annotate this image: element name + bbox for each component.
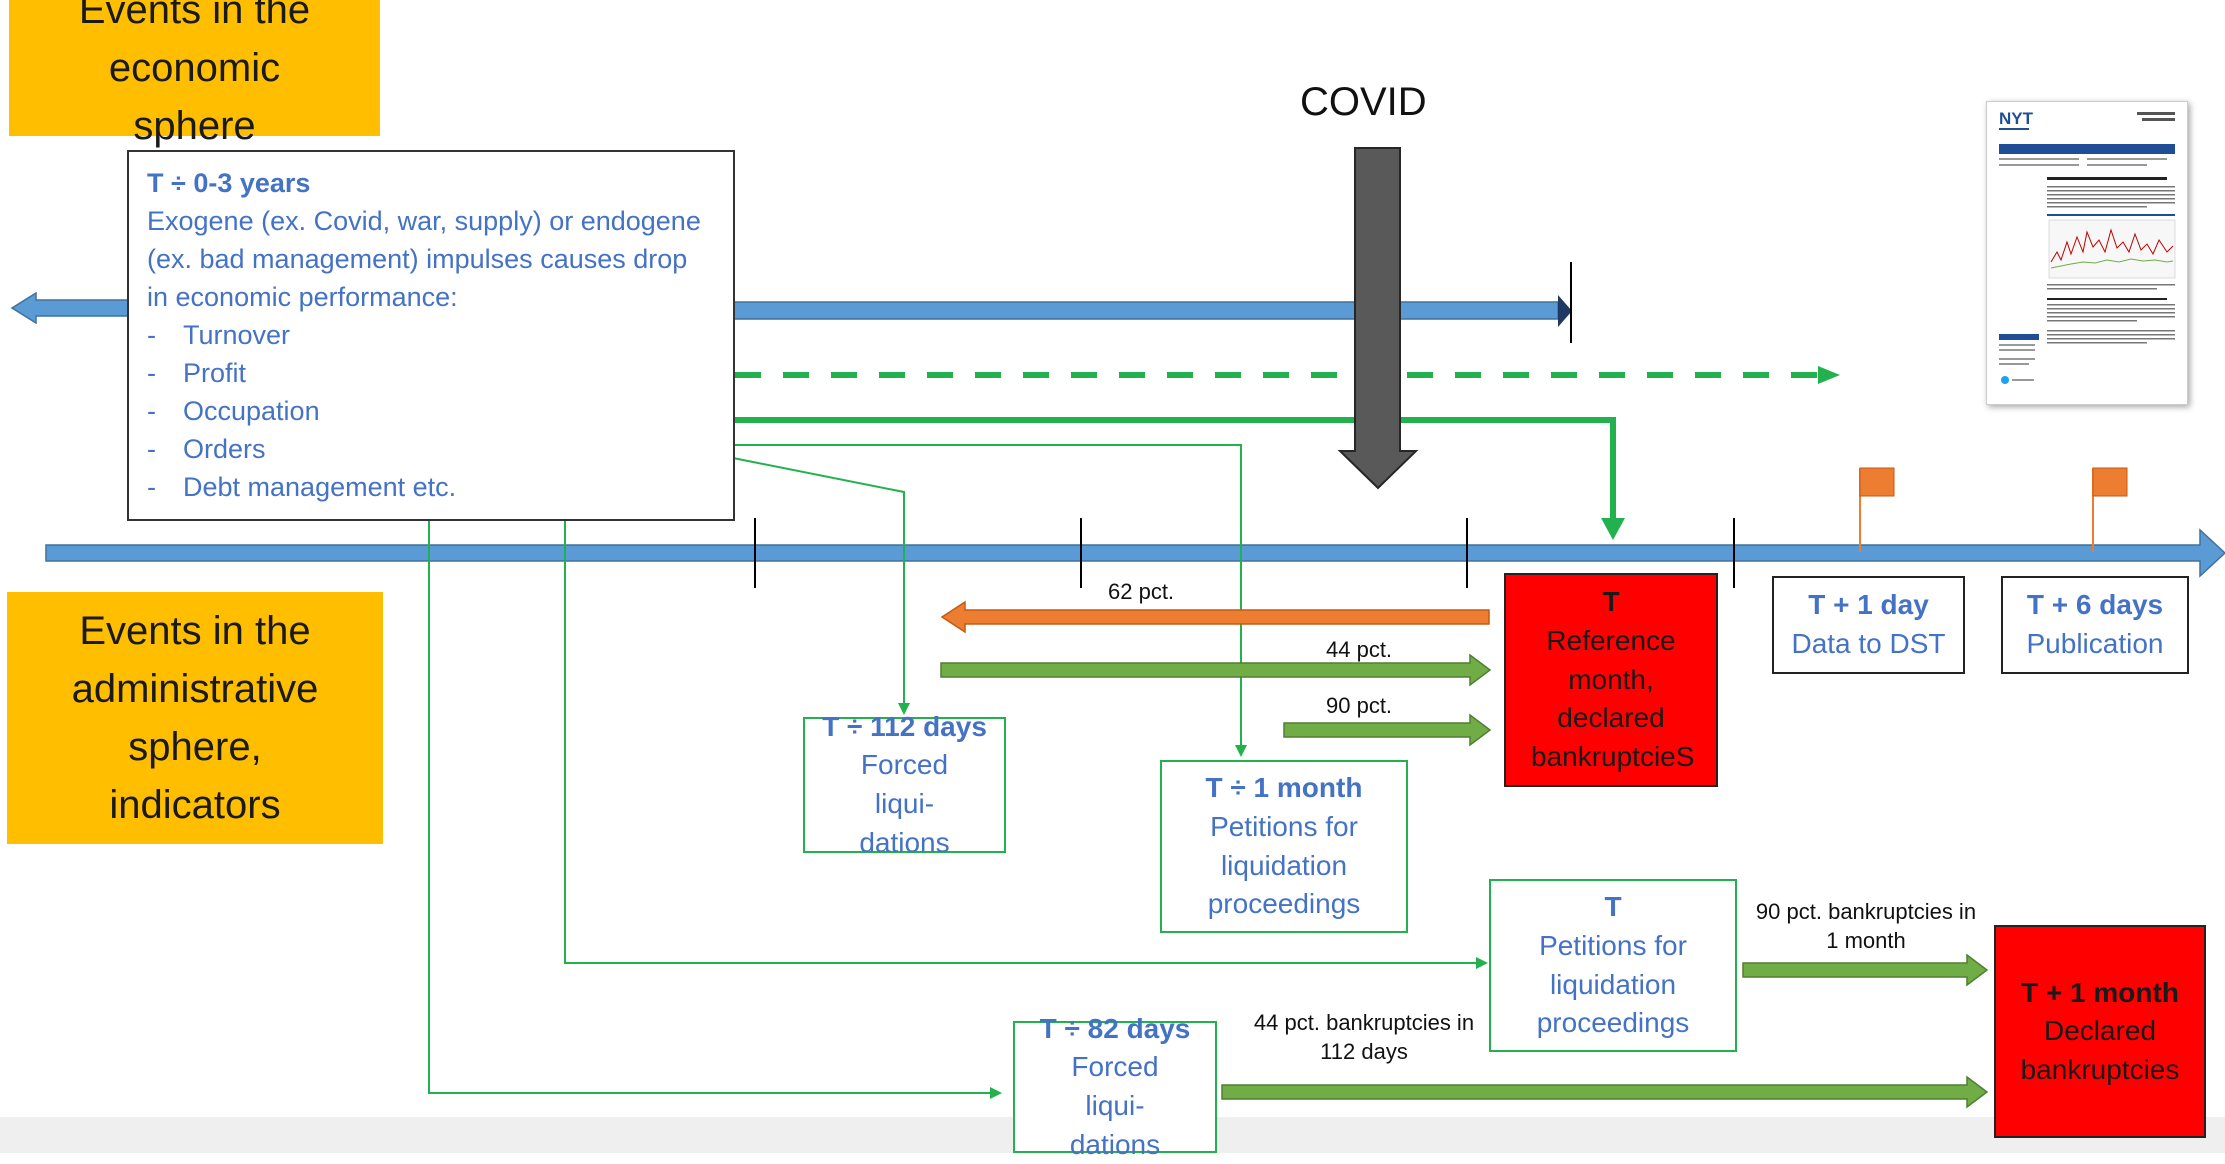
covid-label: COVID (1300, 80, 1427, 124)
impulse-list: Turnover Profit Occupation Orders Debt m… (147, 316, 715, 506)
connector-to-petitions-1-month (733, 444, 1247, 757)
box-title: T ÷ 82 days (1039, 1012, 1191, 1044)
label-44-pct: 44 pct. (1326, 637, 1393, 662)
administrative-sphere-text: Events in the administrative sphere, ind… (71, 609, 319, 827)
list-item: Occupation (147, 392, 715, 430)
petitions-1-month-box: T ÷ 1 month Petitions for liquidation pr… (1160, 760, 1408, 933)
box-title: T + 1 day (1808, 589, 1929, 621)
arrow-44-pct-bankruptcies (1221, 1075, 1989, 1109)
list-item: Turnover (147, 316, 715, 354)
box-text: Petitions for liquidation proceedings (1536, 929, 1690, 1039)
list-item: Profit (147, 354, 715, 392)
connector-to-forced-liquidations-82 (428, 521, 1002, 1099)
label-90-pct-bankruptcies: 90 pct. bankruptcies in 1 month (1755, 899, 1977, 953)
administrative-sphere-label: Events in the administrative sphere, ind… (7, 592, 383, 844)
publication-box: T + 6 days Publication (2001, 576, 2189, 674)
arrow-44-pct (940, 653, 1492, 687)
flag-icon (2092, 467, 2128, 552)
box-title: T + 6 days (2026, 589, 2164, 621)
data-to-dst-box: T + 1 day Data to DST (1772, 576, 1965, 674)
label-90-pct: 90 pct. (1326, 693, 1393, 718)
box-text: Forced liqui- dations (1069, 1051, 1161, 1160)
forced-liquidations-82-box: T ÷ 82 days Forced liqui- dations (1013, 1013, 1217, 1160)
dashed-projection-arrow (735, 366, 1840, 384)
arrow-90-pct (1283, 713, 1492, 747)
label-62-pct: 62 pct. (1108, 579, 1175, 604)
reference-connector-arrow (733, 417, 1625, 540)
connector-to-petitions-t (564, 521, 1488, 969)
document-preview-icon: NYT (1999, 109, 2176, 384)
box-title: T (1604, 891, 1622, 923)
declared-bankruptcies-box: T + 1 month Declared bankruptcies (1994, 925, 2206, 1138)
flag-icon (1859, 467, 1895, 552)
box-title: T ÷ 112 days (822, 710, 987, 742)
reference-month-box: T Reference month, declared bankruptcieS (1504, 573, 1718, 787)
label-44-pct-bankruptcies: 44 pct. bankruptcies in 112 days (1253, 1010, 1475, 1064)
arrow-62-pct (940, 600, 1490, 634)
arrow-90-pct-bankruptcies (1742, 953, 1989, 987)
impulse-title: T ÷ 0-3 years (147, 168, 311, 198)
list-item: Debt management etc. (147, 468, 715, 506)
economic-sphere-text: Events in the economic sphere (78, 0, 311, 148)
economic-timeline-arrow (10, 291, 1572, 327)
box-text: Data to DST (1791, 628, 1946, 659)
box-text: Forced liqui- dations (859, 749, 950, 858)
box-text: Declared bankruptcies (2020, 1015, 2180, 1085)
box-title: T ÷ 1 month (1205, 772, 1363, 804)
forced-liquidations-112-box: T ÷ 112 days Forced liqui- dations (803, 711, 1006, 858)
box-title: T + 1 month (2021, 976, 2179, 1008)
box-text: Publication (2026, 628, 2164, 659)
impulse-description: Exogene (ex. Covid, war, supply) or endo… (147, 206, 701, 312)
publication-thumbnail: NYT (1986, 101, 2188, 405)
petitions-t-box: T Petitions for liquidation proceedings (1489, 879, 1737, 1052)
covid-arrow (1337, 147, 1419, 490)
box-text: Reference month, declared bankruptcieS (1531, 625, 1695, 772)
box-title: T (1602, 586, 1620, 618)
connector-to-forced-liquidations-112 (732, 457, 910, 715)
nyt-logo: NYT (1999, 109, 2034, 128)
economic-sphere-label: Events in the economic sphere (9, 0, 380, 148)
box-text: Petitions for liquidation proceedings (1207, 810, 1361, 920)
list-item: Orders (147, 430, 715, 468)
impulse-box: T ÷ 0-3 years Exogene (ex. Covid, war, s… (127, 150, 735, 521)
main-timeline-arrow (45, 528, 2225, 578)
